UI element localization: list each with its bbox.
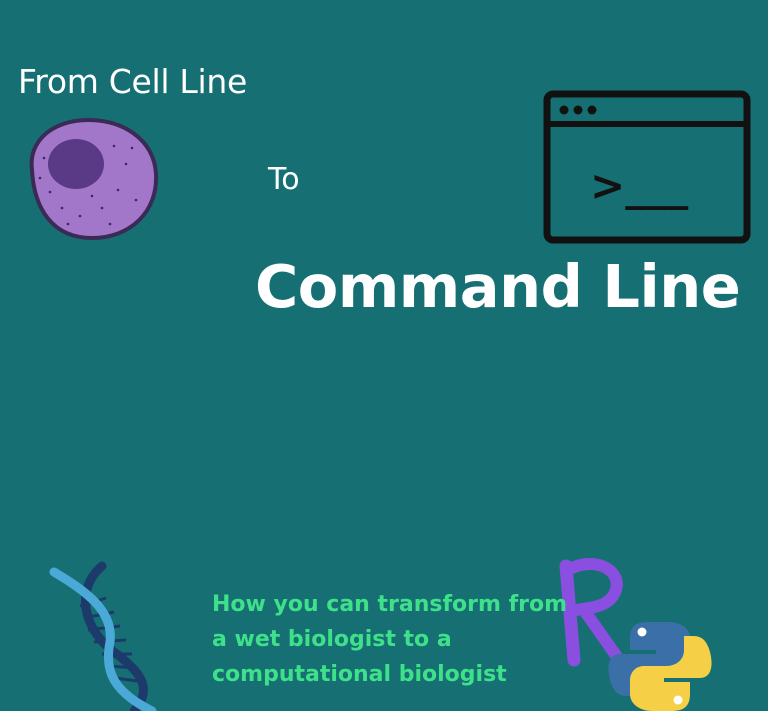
subtitle-line-1: How you can transform from xyxy=(212,592,568,617)
title-command-line: Command Line xyxy=(255,252,741,321)
subtitle: How you can transform from a wet biologi… xyxy=(212,587,567,692)
subtitle-line-2: a wet biologist to a xyxy=(212,627,452,652)
python-logo xyxy=(608,622,712,711)
title-to: To xyxy=(268,162,300,197)
terminal-window-icon: >___ xyxy=(543,90,751,244)
terminal-prompt: >___ xyxy=(590,161,688,210)
cell-icon xyxy=(29,117,159,241)
title-from-cell-line: From Cell Line xyxy=(18,62,247,101)
dna-helix-icon xyxy=(49,561,157,711)
subtitle-line-3: computational biologist xyxy=(212,662,507,687)
